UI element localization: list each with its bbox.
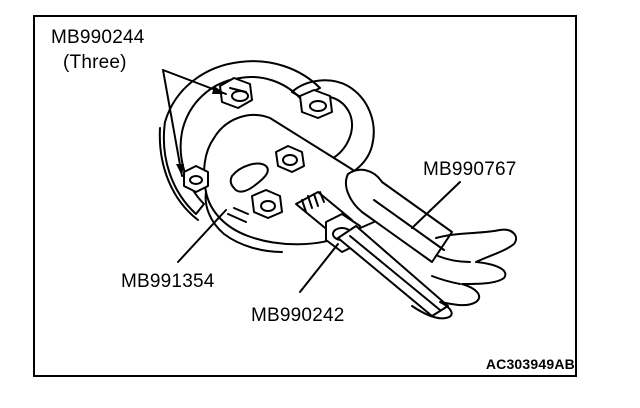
figure-code: AC303949AB <box>485 356 575 372</box>
leader-mb990244-b <box>162 69 183 177</box>
plate-slot <box>229 162 269 193</box>
puller-plate-thickness <box>204 191 283 253</box>
arrowhead-a <box>212 86 226 94</box>
label-three: (Three) <box>63 52 127 73</box>
handle-pipe-upper <box>344 168 453 263</box>
leader-mb990242 <box>299 243 339 293</box>
handle-pipe-upper-edge <box>373 199 445 251</box>
arrowhead-b <box>176 164 184 176</box>
hand <box>411 228 518 320</box>
handle-bar-lower-edge <box>349 235 441 311</box>
label-mb990244: MB990244 <box>51 27 145 48</box>
leader-mb991354 <box>177 209 227 263</box>
bolt-top-right <box>299 89 333 119</box>
label-mb990767: MB990767 <box>423 159 517 180</box>
hand-fingers <box>431 255 471 285</box>
hub-disc-edge <box>158 127 199 221</box>
hub-disc <box>162 60 321 215</box>
leader-mb990767 <box>411 181 461 229</box>
bolt-left <box>183 165 209 193</box>
label-mb991354: MB991354 <box>121 271 215 292</box>
bolt-middle <box>275 145 305 173</box>
label-mb990242: MB990242 <box>251 305 345 326</box>
bolt-top-left <box>219 77 253 109</box>
bolt-lower <box>227 189 283 223</box>
